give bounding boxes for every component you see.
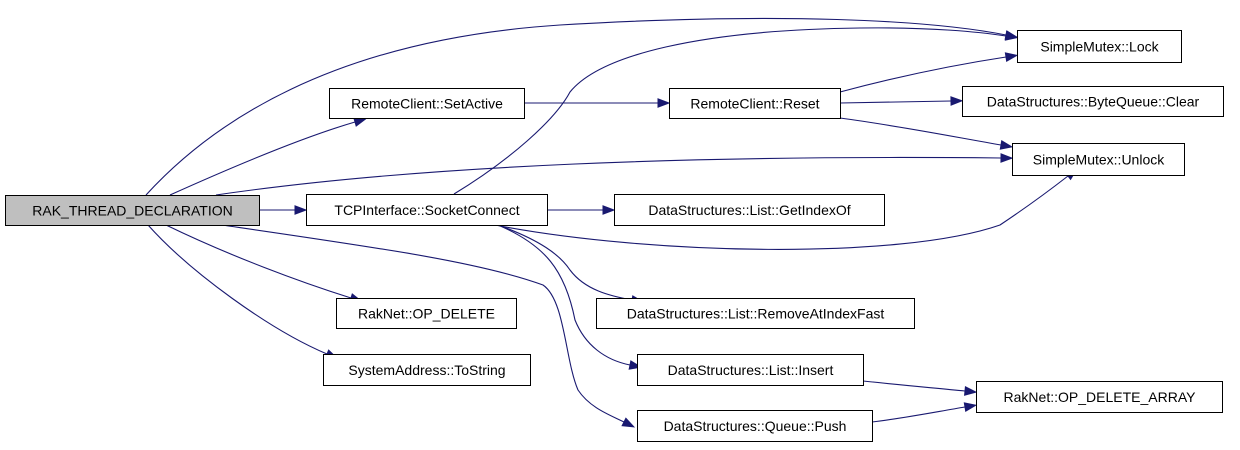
edge-line — [169, 121, 356, 196]
edge-arrowhead — [353, 117, 367, 127]
node-box[interactable] — [962, 86, 1224, 117]
node-box[interactable] — [637, 410, 873, 442]
edge-root-to-setactive — [169, 117, 367, 196]
node-label: TCPInterface::SocketConnect — [334, 202, 519, 218]
edge-line — [497, 224, 631, 366]
edge-setactive-to-reset — [524, 98, 671, 108]
edge-arrowhead — [1000, 153, 1014, 163]
edge-line — [215, 156, 1002, 196]
edges-layer — [145, 17, 1078, 428]
edge-arrowhead — [1004, 52, 1019, 62]
node-getindexof[interactable]: DataStructures::List::GetIndexOf — [614, 194, 885, 226]
edge-reset-to-lock — [839, 52, 1019, 93]
edge-socketconnect-to-getindexof — [547, 205, 616, 215]
edge-reset-to-clear — [839, 96, 964, 106]
edge-arrowhead — [294, 205, 308, 215]
edge-arrowhead — [621, 417, 636, 428]
node-label: DataStructures::ByteQueue::Clear — [987, 94, 1200, 110]
nodes-layer: RAK_THREAD_DECLARATION RemoteClient::SetA… — [5, 30, 1224, 442]
node-reset[interactable]: RemoteClient::Reset — [669, 88, 841, 119]
edge-arrowhead — [657, 98, 671, 108]
edge-arrowhead — [602, 205, 616, 215]
edge-push-to-opdeletearray — [871, 402, 978, 423]
node-insert[interactable]: DataStructures::List::Insert — [637, 354, 864, 386]
node-clear[interactable]: DataStructures::ByteQueue::Clear — [962, 86, 1224, 117]
edge-root-to-socketconnect — [259, 205, 308, 215]
edge-root-to-push — [221, 224, 636, 428]
node-label: RakNet::OP_DELETE — [358, 306, 495, 322]
node-label: RAK_THREAD_DECLARATION — [32, 203, 232, 219]
node-label: SimpleMutex::Unlock — [1033, 152, 1165, 168]
edge-line — [494, 175, 1069, 250]
node-box[interactable] — [614, 194, 885, 226]
edge-line — [839, 100, 952, 104]
node-box[interactable] — [1017, 30, 1182, 63]
node-label: DataStructures::Queue::Push — [664, 418, 847, 434]
edge-line — [165, 224, 352, 299]
node-box[interactable] — [329, 88, 525, 119]
edge-line — [145, 17, 1007, 196]
edge-arrowhead — [999, 140, 1014, 150]
node-setactive[interactable]: RemoteClient::SetActive — [329, 88, 525, 119]
node-box[interactable] — [336, 298, 517, 329]
node-box[interactable] — [306, 194, 548, 226]
node-box[interactable] — [323, 354, 531, 386]
edge-line — [839, 117, 1002, 146]
node-label: DataStructures::List::RemoveAtIndexFast — [627, 306, 885, 322]
edge-line — [453, 27, 1007, 195]
node-label: DataStructures::List::GetIndexOf — [648, 202, 850, 218]
node-removeat[interactable]: DataStructures::List::RemoveAtIndexFast — [596, 298, 915, 329]
edge-line — [871, 406, 966, 423]
node-tostring[interactable]: SystemAddress::ToString — [323, 354, 531, 386]
node-push[interactable]: DataStructures::Queue::Push — [637, 410, 873, 442]
node-box[interactable] — [976, 381, 1223, 413]
edge-root-to-lock — [145, 17, 1019, 196]
edge-socketconnect-to-lock — [453, 27, 1019, 195]
node-box[interactable] — [637, 354, 864, 386]
edge-line — [862, 380, 966, 392]
edge-line — [147, 224, 328, 355]
node-box[interactable] — [1012, 143, 1185, 176]
node-unlock[interactable]: SimpleMutex::Unlock — [1012, 143, 1185, 176]
edge-root-to-opdelete — [165, 224, 363, 303]
node-label: SystemAddress::ToString — [348, 362, 505, 378]
node-label: SimpleMutex::Lock — [1040, 39, 1159, 55]
node-label: RemoteClient::SetActive — [351, 96, 503, 112]
node-lock[interactable]: SimpleMutex::Lock — [1017, 30, 1182, 63]
node-label: RakNet::OP_DELETE_ARRAY — [1004, 389, 1197, 405]
node-opdelete[interactable]: RakNet::OP_DELETE — [336, 298, 517, 329]
edge-line — [221, 224, 625, 423]
edge-line — [839, 56, 1007, 93]
node-root[interactable]: RAK_THREAD_DECLARATION — [5, 195, 260, 226]
edge-reset-to-unlock — [839, 117, 1014, 150]
edge-arrowhead — [1004, 31, 1019, 41]
node-label: RemoteClient::Reset — [690, 96, 819, 112]
edge-arrowhead — [964, 386, 978, 396]
edge-root-to-unlock — [215, 153, 1014, 196]
node-opdeletearray[interactable]: RakNet::OP_DELETE_ARRAY — [976, 381, 1223, 413]
node-box[interactable] — [669, 88, 841, 119]
edge-arrowhead — [963, 402, 978, 412]
edge-arrowhead — [950, 96, 964, 106]
edge-insert-to-opdeletearray — [862, 380, 978, 396]
edge-root-to-tostring — [147, 224, 339, 359]
node-box[interactable] — [5, 195, 260, 226]
edge-line — [497, 224, 633, 301]
node-label: DataStructures::List::Insert — [668, 362, 834, 378]
node-box[interactable] — [596, 298, 915, 329]
node-socketconnect[interactable]: TCPInterface::SocketConnect — [306, 194, 548, 226]
